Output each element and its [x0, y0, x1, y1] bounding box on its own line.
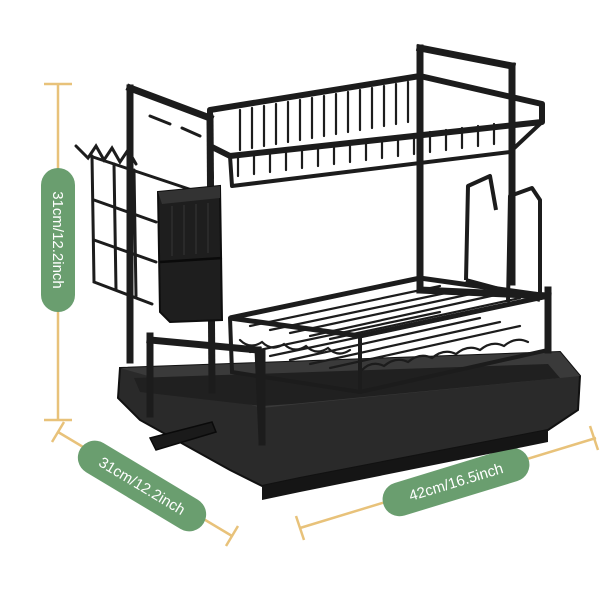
width-tick-end — [588, 425, 600, 451]
depth-tick-start — [50, 421, 66, 443]
side-basket — [74, 114, 212, 306]
width-tick-start — [294, 515, 306, 541]
height-label-pill — [41, 168, 75, 312]
depth-label-pill — [77, 440, 207, 532]
height-dimension: 31cm/12.2inch — [41, 82, 75, 422]
height-label: 31cm/12.2inch — [49, 191, 66, 289]
cutting-board-holder — [464, 174, 542, 303]
width-label-pill — [382, 447, 530, 517]
width-dimension: 42cm/16.5inch — [294, 425, 600, 541]
depth-tick-end — [224, 525, 240, 547]
front-post — [146, 332, 266, 446]
drain-spout — [148, 421, 218, 451]
utensil-cup — [156, 184, 224, 324]
upper-rack — [207, 73, 545, 188]
